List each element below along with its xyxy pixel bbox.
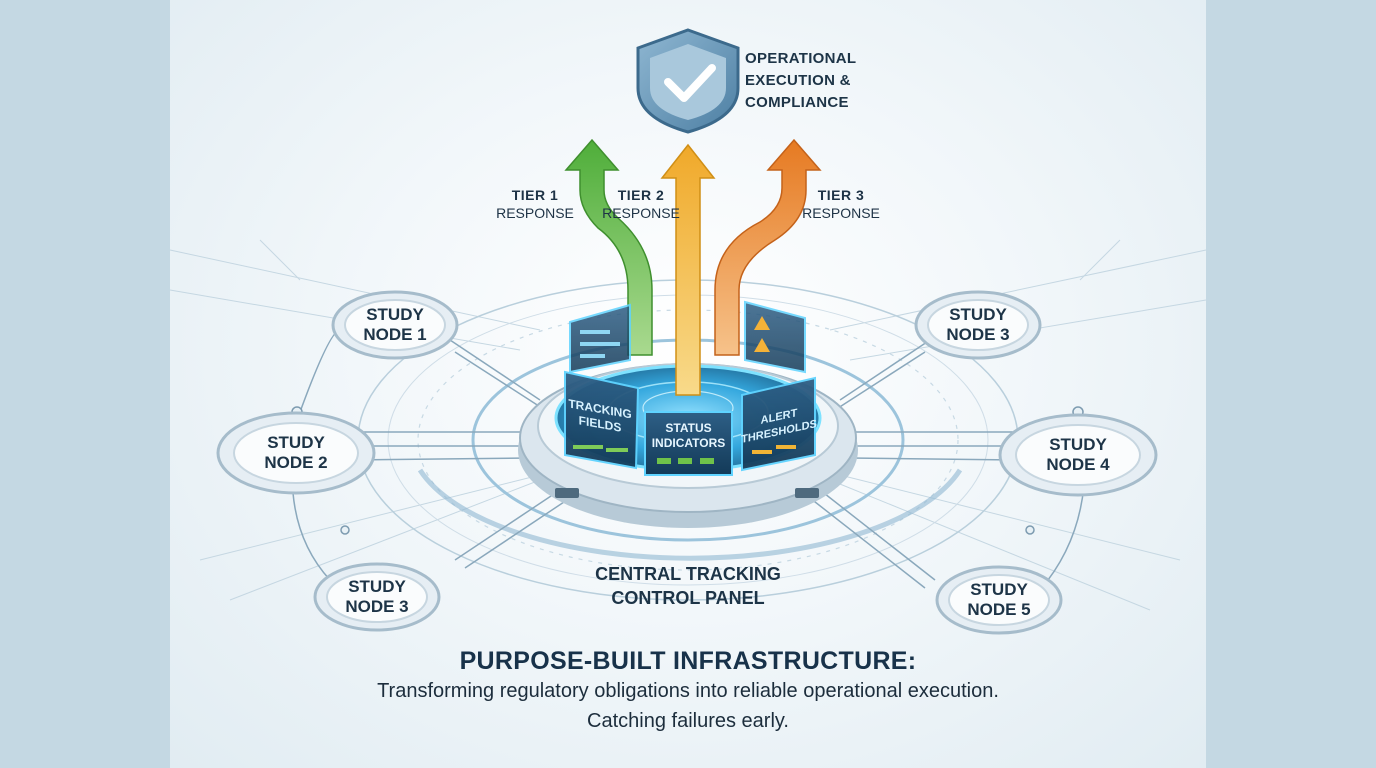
study-node-1-label: STUDY NODE 1 — [340, 305, 450, 345]
tier-1-label: TIER 1 RESPONSE — [490, 186, 580, 222]
study-node-4-label: STUDY NODE 4 — [1023, 435, 1133, 475]
study-node-1-line-1: STUDY — [366, 305, 424, 324]
tier-3-subtitle: RESPONSE — [802, 205, 880, 221]
study-node-3-left-line-2: NODE 3 — [345, 597, 409, 616]
footer-heading: PURPOSE-BUILT INFRASTRUCTURE: — [459, 647, 917, 675]
status-indicators-panel — [644, 411, 733, 476]
tier-2-label: TIER 2 RESPONSE — [596, 186, 686, 222]
tier-2-subtitle: RESPONSE — [602, 205, 680, 221]
study-node-3-right-line-2: NODE 3 — [946, 325, 1010, 344]
node-connectors — [291, 329, 1086, 591]
study-node-5-line-1: STUDY — [970, 580, 1028, 599]
upper-right-screen — [744, 300, 806, 374]
status-indicators-label: STATUS INDICATORS — [645, 421, 732, 451]
study-node-5-line-2: NODE 5 — [967, 600, 1031, 619]
tier-3-arrow — [714, 138, 822, 356]
study-node-2-label: STUDY NODE 2 — [241, 433, 351, 473]
node-4-shape — [998, 413, 1158, 497]
holo-panels — [564, 300, 816, 476]
goal-line-1: OPERATIONAL — [745, 50, 857, 67]
study-node-1-line-2: NODE 1 — [363, 325, 427, 344]
footer-line-1: Transforming regulatory obligations into… — [377, 680, 999, 702]
study-node-shapes — [216, 290, 1158, 635]
status-indicators-line-2: INDICATORS — [651, 436, 726, 450]
tier-3-title: TIER 3 — [817, 187, 865, 203]
goal-label: OPERATIONAL EXECUTION & COMPLIANCE — [745, 48, 856, 114]
node-5-shape — [935, 565, 1063, 635]
shield-check-icon — [636, 28, 740, 134]
node-3-right-shape — [914, 290, 1042, 360]
tier-3-label: TIER 3 RESPONSE — [796, 186, 886, 222]
tier-1-arrow — [564, 138, 653, 356]
tier-arrows — [564, 138, 822, 396]
tier-2-title: TIER 2 — [617, 187, 665, 203]
hub-label-line-1: CENTRAL TRACKING — [595, 564, 781, 584]
study-node-3-right-line-1: STUDY — [949, 305, 1007, 324]
tier-1-subtitle: RESPONSE — [496, 205, 574, 221]
study-node-5-label: STUDY NODE 5 — [944, 580, 1054, 620]
node-1-shape — [331, 290, 459, 360]
tier-1-title: TIER 1 — [511, 187, 559, 203]
study-node-3-right-label: STUDY NODE 3 — [923, 305, 1033, 345]
hub-label-line-2: CONTROL PANEL — [611, 588, 765, 608]
study-node-3-left-line-1: STUDY — [348, 577, 406, 596]
warning-icon — [754, 316, 770, 330]
tracking-fields-panel — [564, 370, 640, 470]
status-indicators-line-1: STATUS — [665, 421, 712, 435]
hub-label: CENTRAL TRACKING CONTROL PANEL — [568, 562, 808, 610]
study-node-4-line-2: NODE 4 — [1046, 455, 1110, 474]
goal-line-2: EXECUTION & — [745, 72, 851, 89]
footer-line-2: Catching failures early. — [587, 710, 789, 732]
alert-thresholds-panel — [741, 376, 816, 472]
node-2-shape — [216, 411, 376, 495]
study-node-2-line-2: NODE 2 — [264, 453, 328, 472]
node-3-left-shape — [313, 562, 441, 632]
warning-icon-2 — [754, 338, 770, 352]
study-node-2-line-1: STUDY — [267, 433, 325, 452]
upper-left-screen — [569, 303, 631, 374]
goal-line-3: COMPLIANCE — [745, 94, 849, 111]
tier-2-arrow — [660, 143, 716, 396]
study-node-4-line-1: STUDY — [1049, 435, 1107, 454]
study-node-3-left-label: STUDY NODE 3 — [322, 577, 432, 617]
